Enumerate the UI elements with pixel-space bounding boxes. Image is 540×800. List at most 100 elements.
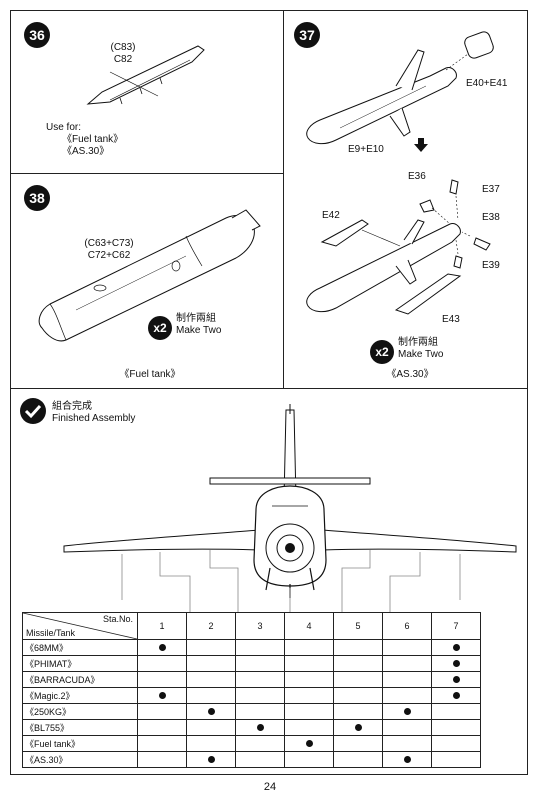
station-cell [431,751,481,768]
station-mark-dot [305,739,313,747]
page-number: 24 [263,781,277,793]
station-cell [137,703,187,720]
station-cell [235,655,285,672]
station-cell [382,735,432,752]
station-header-2: 2 [186,612,236,640]
part-e9-e10-label: E9+E10 [348,144,384,155]
step-36-badge: 36 [24,22,50,48]
station-cell [284,687,334,704]
station-cell [431,639,481,656]
table-header-corner: Sta.No. Missile/Tank [22,612,138,640]
divider-vertical [283,10,284,388]
part-e43-label: E43 [442,314,460,325]
page-frame [10,10,528,775]
use-for-as30: 《AS.30》 [62,146,110,157]
station-cell [382,639,432,656]
station-cell [431,671,481,688]
part-e36-label: E36 [408,171,426,182]
station-mark-dot [207,755,215,763]
table-row: 《PHIMAT》 [22,655,481,672]
station-header-7: 7 [431,612,481,640]
station-cell [186,671,236,688]
station-cell [186,639,236,656]
row-name: 《BL755》 [22,719,138,736]
station-cell [431,655,481,672]
station-cell [235,719,285,736]
station-cell [333,671,383,688]
station-header-3: 3 [235,612,285,640]
station-cell [186,719,236,736]
step-38-caption: 《Fuel tank》 [119,369,181,380]
station-cell [186,703,236,720]
part-e42-label: E42 [322,210,340,221]
step-37-badge: 37 [294,22,320,48]
make-two-zh-label: 制作兩組 [176,313,216,324]
make-two-en-label: Make Two [398,349,444,360]
make-two-multiplier: x2 [148,316,172,340]
station-cell [333,735,383,752]
step-36-use-for: Use for: 《Fuel tank》 《AS.30》 [46,122,123,158]
table-row: 《BARRACUDA》 [22,671,481,688]
part-c82-label: C82 [113,54,133,65]
divider-step36-38 [10,173,283,174]
station-cell [431,719,481,736]
finished-assembly-zh: 組合完成 [52,401,92,412]
table-row: 《AS.30》 [22,751,481,768]
station-cell [186,735,236,752]
station-cell [186,655,236,672]
station-cell [235,687,285,704]
table-row: 《Magic.2》 [22,687,481,704]
part-c83-label: (C83) [110,42,136,53]
station-cell [137,687,187,704]
station-cell [382,687,432,704]
station-cell [137,639,187,656]
row-name: 《Fuel tank》 [22,735,138,752]
station-cell [137,751,187,768]
part-c72-c62-label: C72+C62 [87,250,131,261]
table-row: 《Fuel tank》 [22,735,481,752]
station-cell [186,751,236,768]
station-cell [333,655,383,672]
station-cell [137,671,187,688]
station-mark-dot [207,707,215,715]
station-cell [235,751,285,768]
header-missile-tank: Missile/Tank [26,628,76,638]
make-two-zh-label: 制作兩組 [398,337,438,348]
row-name: 《BARRACUDA》 [22,671,138,688]
part-e37-label: E37 [482,184,500,195]
header-sta-no: Sta.No. [102,614,133,624]
station-cell [431,703,481,720]
as30-missile-bottom-drawing [306,179,491,315]
station-cell [382,703,432,720]
station-cell [284,703,334,720]
row-name: 《250KG》 [22,703,138,720]
station-cell [284,719,334,736]
station-cell [382,655,432,672]
fuel-tank-drawing [38,209,261,342]
station-header-4: 4 [284,612,334,640]
part-c63-c73-label: (C63+C73) [84,238,134,249]
station-cell [186,687,236,704]
station-mark-dot [354,723,362,731]
use-for-label: Use for: [46,122,82,133]
step-38-make-two: 制作兩組 Make Two [176,313,221,337]
station-mark-dot [452,643,460,651]
station-cell [284,735,334,752]
station-cell [333,751,383,768]
station-cell [382,751,432,768]
station-cell [235,703,285,720]
step-37-caption: 《AS.30》 [386,369,434,380]
station-cell [137,655,187,672]
station-cell [431,687,481,704]
step-38-badge: 38 [24,185,50,211]
station-cell [137,719,187,736]
station-mark-dot [256,723,264,731]
make-two-en-label: Make Two [176,325,222,336]
station-cell [284,639,334,656]
part-e40-e41-label: E40+E41 [466,78,508,89]
station-mark-dot [452,691,460,699]
divider-assembly [10,388,528,389]
station-cell [284,655,334,672]
